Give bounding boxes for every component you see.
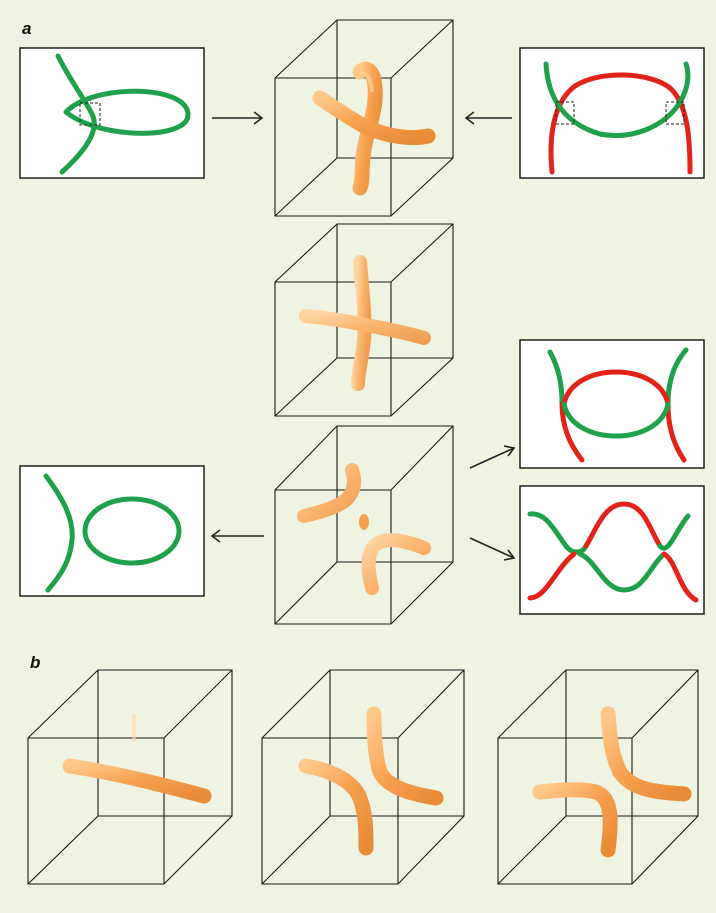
red-wave-right-bottom xyxy=(661,551,699,603)
arrow-down-right-icon xyxy=(469,445,516,469)
tube-upper-branch xyxy=(600,706,692,802)
cube-lower xyxy=(274,425,454,625)
tube-upper-branch xyxy=(366,706,444,806)
cube-top xyxy=(274,19,454,217)
arrow-left-icon xyxy=(210,529,264,543)
cube-b1 xyxy=(27,669,233,885)
tube-lower-branch xyxy=(532,782,618,858)
tube-horizontal xyxy=(299,309,431,345)
red-wave-top xyxy=(583,501,663,549)
green-left-top xyxy=(547,349,565,407)
cube-middle xyxy=(274,223,454,417)
panel-b-label: b xyxy=(30,653,40,672)
cube-b2 xyxy=(261,669,465,885)
box-top-right xyxy=(519,47,705,179)
box-right-middle xyxy=(519,339,705,469)
tube-horizontal xyxy=(62,758,212,804)
green-loop-bottom xyxy=(561,401,671,439)
tube-upper-left xyxy=(297,463,361,523)
green-arc xyxy=(543,61,691,139)
red-wave-left-bottom xyxy=(527,551,577,601)
tube-lower-right xyxy=(361,533,431,595)
green-wave-right xyxy=(657,513,691,551)
tube-vertical xyxy=(352,61,383,196)
arrow-down-right-icon xyxy=(469,537,516,561)
curve-loop xyxy=(82,496,182,566)
arrow-right-icon xyxy=(212,111,264,125)
box-top-left xyxy=(19,47,205,179)
green-wave-left xyxy=(527,511,589,555)
red-arc xyxy=(548,72,693,175)
cube-b3 xyxy=(497,669,699,885)
red-left-bottom xyxy=(559,401,585,463)
green-wave-bottom xyxy=(577,551,667,593)
detached-ring xyxy=(359,514,369,530)
arrow-left-icon xyxy=(464,111,512,125)
tube-horizontal xyxy=(312,90,436,146)
curve-loop xyxy=(63,88,191,136)
crossing-marker xyxy=(79,102,101,126)
tube-lower-branch xyxy=(298,758,374,856)
curve-open-branch xyxy=(43,473,75,593)
red-loop-top xyxy=(561,369,671,407)
panel-a-label: a xyxy=(22,19,31,38)
box-bottom-left xyxy=(19,465,205,597)
box-right-bottom xyxy=(519,485,705,615)
curve-open-branch xyxy=(55,53,97,175)
tube-vertical xyxy=(351,255,372,391)
